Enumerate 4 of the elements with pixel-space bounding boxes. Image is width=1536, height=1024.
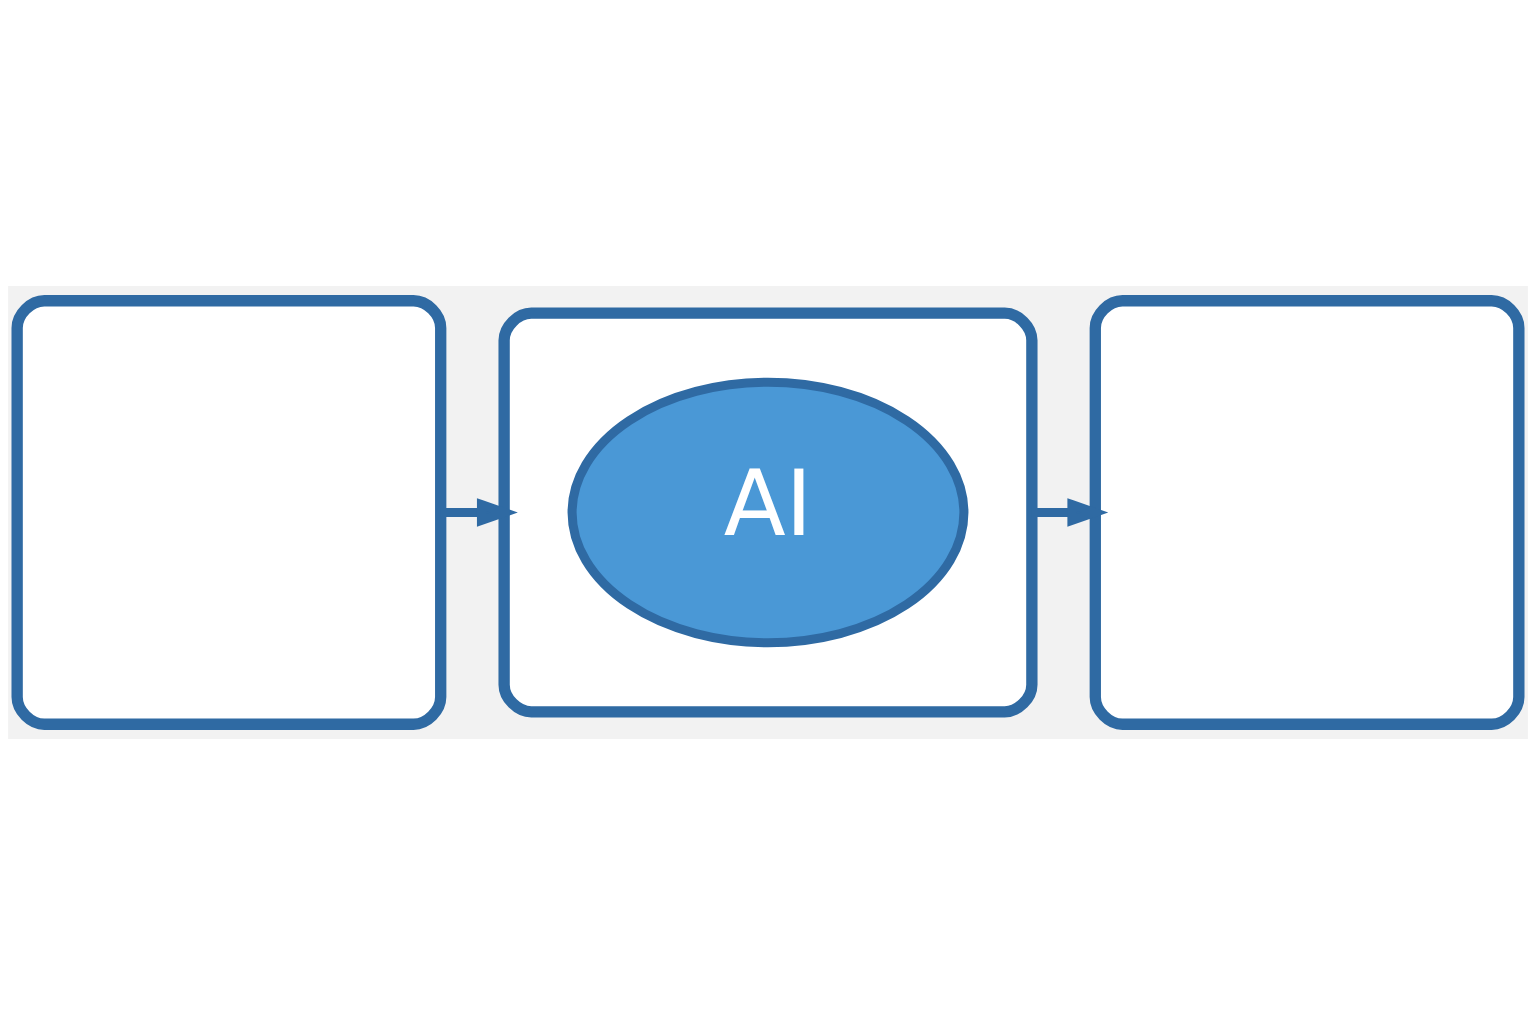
node-ellipse: AI [567, 377, 969, 647]
node-box [11, 294, 447, 730]
cluster [498, 307, 1038, 717]
node-box [1089, 294, 1525, 730]
